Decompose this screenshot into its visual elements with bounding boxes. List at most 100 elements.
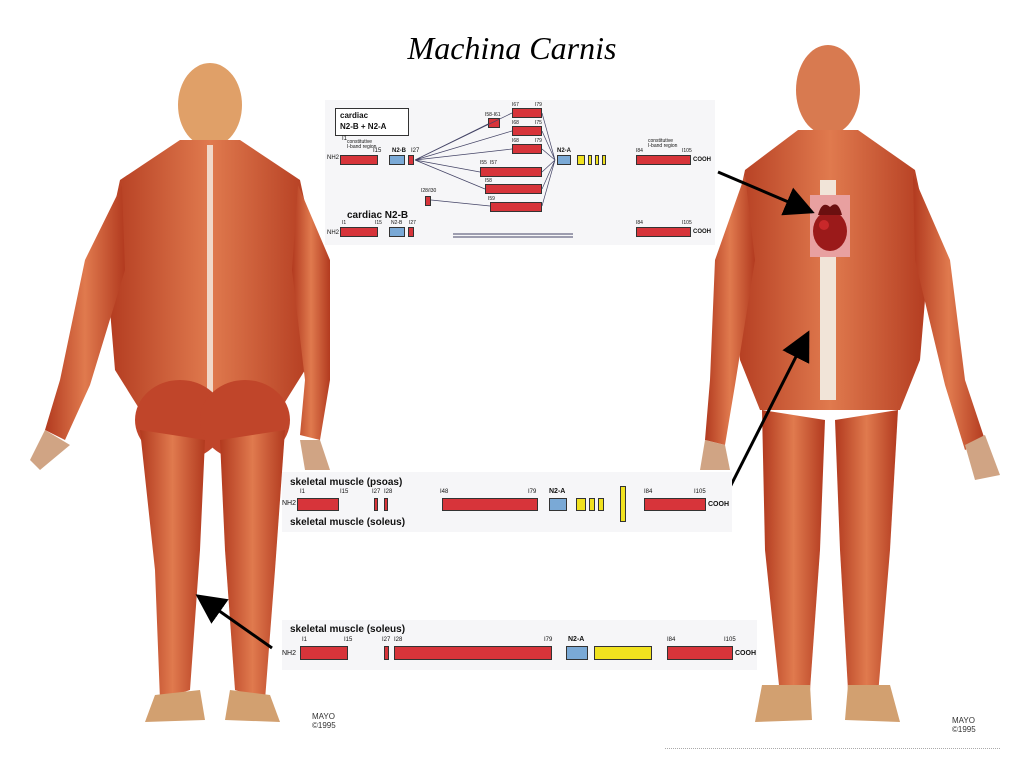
i1-label: I1 [342, 136, 348, 142]
const-region-1b: I-band region [347, 144, 377, 150]
segment-soleus-i27 [384, 646, 389, 660]
segment-psoas-i48-i79 [442, 498, 538, 511]
segment-psoas-i1-i15 [297, 498, 339, 511]
nh2-label-2: NH2 [327, 230, 340, 236]
i105-label-p: I105 [694, 489, 706, 495]
i27-label-s: I27 [382, 637, 391, 643]
i1-label-s: I1 [302, 637, 308, 643]
i75-label: I75 [535, 120, 542, 126]
cooh-label: COOH [693, 157, 711, 163]
i84-label: I84 [636, 148, 643, 154]
bottom-dotted-rule [665, 748, 1000, 749]
i105-label: I105 [682, 148, 692, 154]
segment-i84-i105 [636, 155, 691, 165]
segment-soleus-i84-i105 [667, 646, 733, 660]
slide-title: Machina Carnis [407, 30, 617, 66]
segment-yellow-3 [595, 155, 599, 165]
segment-n2a [557, 155, 571, 165]
const-region-2b: I-band region [648, 143, 678, 149]
segment-yellow-4 [602, 155, 606, 165]
i84-label-s: I84 [667, 637, 676, 643]
segment-yellow-2 [588, 155, 592, 165]
psoas-isoform-panel: skeletal muscle (psoas) skeletal muscle … [282, 472, 732, 532]
const-region-2: constitutive [648, 138, 674, 144]
segment-i58 [485, 184, 542, 194]
segment-i58i61 [488, 118, 500, 128]
nh2-label-s: NH2 [282, 650, 297, 657]
segment-i28i30 [425, 196, 431, 206]
segment-psoas-yellow-2 [589, 498, 595, 511]
cardiac-label-sub: N2-B + N2-A [340, 122, 387, 131]
n2a-label-s: N2-A [568, 636, 585, 643]
segment-i84-i105-2 [636, 227, 691, 237]
i68a-label: I68 [512, 120, 519, 126]
i84-label-2: I84 [636, 220, 643, 226]
arrow-to-soleus [195, 594, 273, 650]
i27-label-2: I27 [409, 220, 416, 226]
segment-i67-i79 [512, 108, 542, 118]
segment-i55 [480, 167, 542, 177]
i1-label-2: I1 [342, 220, 347, 226]
segment-soleus-i1-i15 [300, 646, 348, 660]
i105-label-2: I105 [682, 220, 692, 226]
i79a-label: I79 [535, 102, 542, 108]
cooh-label-p: COOH [708, 501, 729, 508]
i84-label-p: I84 [644, 489, 653, 495]
i58-label: I58 [485, 178, 492, 184]
segment-psoas-yellow-4 [620, 486, 626, 522]
heart-image [810, 195, 850, 257]
i28-label-p: I28 [384, 489, 393, 495]
nh2-label-p: NH2 [282, 500, 297, 507]
cardiac-isoform-panel: cardiac N2-B + N2-A NH2 I1 constitutive … [325, 100, 715, 245]
segment-soleus-n2a [566, 646, 588, 660]
n2a-label: N2-A [557, 148, 572, 154]
segment-psoas-i27 [374, 498, 378, 511]
i48-label-p: I48 [440, 489, 449, 495]
nh2-label: NH2 [327, 155, 340, 161]
segment-i68-i79 [512, 144, 542, 154]
splice-lines [414, 112, 573, 238]
i15-label-2: I15 [375, 220, 382, 226]
i55-label: I55 [480, 160, 487, 166]
i67-label: I67 [512, 102, 519, 108]
i15-label-s: I15 [344, 637, 353, 643]
const-region-1: constitutive [347, 139, 373, 145]
psoas-label: skeletal muscle (psoas) [290, 477, 403, 488]
i15-label-p: I15 [340, 489, 349, 495]
segment-i68-i75 [512, 126, 542, 136]
i79-label-p: I79 [528, 489, 537, 495]
i79-label-s: I79 [544, 637, 553, 643]
i57-label: I57 [490, 160, 497, 166]
segment-psoas-n2a [549, 498, 567, 511]
arrow-to-psoas [724, 330, 810, 496]
soleus-label: skeletal muscle (soleus) [290, 624, 406, 635]
segment-psoas-yellow-3 [598, 498, 604, 511]
mayo-signature-right: MAYO ©1995 [952, 716, 976, 734]
segment-i27 [408, 155, 414, 165]
mayo-signature-left: MAYO ©1995 [312, 712, 336, 730]
segment-soleus-i28-i79 [394, 646, 552, 660]
n2a-label-p: N2-A [549, 488, 566, 495]
i28i30-label: I28/I30 [421, 188, 437, 194]
segment-i1-i15 [340, 155, 378, 165]
n2b-label: N2-B [392, 148, 407, 154]
i27-label: I27 [411, 148, 420, 154]
segment-i59 [490, 202, 542, 212]
soleus-isoform-panel: skeletal muscle (soleus) NH2 I1 I15 I27 … [282, 620, 757, 670]
soleus-label-mid: skeletal muscle (soleus) [290, 517, 406, 528]
segment-yellow-1 [577, 155, 585, 165]
n2b-label-2: N2-B [391, 220, 403, 226]
i58i61-label: I58-I61 [485, 112, 501, 118]
i105-label-s: I105 [724, 637, 736, 643]
i79b-label: I79 [535, 138, 542, 144]
segment-n2b-2 [389, 227, 405, 237]
cardiac-label-box: cardiac N2-B + N2-A [335, 108, 409, 136]
cardiac-n2b-label: cardiac N2-B [347, 210, 409, 221]
back-muscle-figure [30, 63, 330, 722]
segment-soleus-yellow [594, 646, 652, 660]
segment-i27-2 [408, 227, 414, 237]
i68b-label: I68 [512, 138, 519, 144]
arrow-to-heart [717, 170, 815, 216]
i27-label-p: I27 [372, 489, 381, 495]
